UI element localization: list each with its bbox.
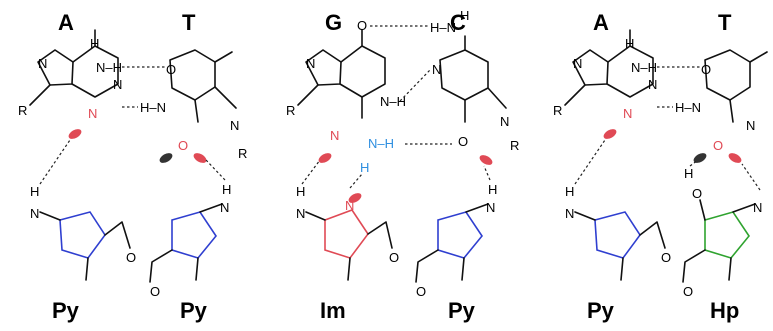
lone-pair-lobe — [318, 153, 332, 163]
atom-N-red: N — [345, 198, 354, 213]
pyrrole-1: N H O — [30, 139, 136, 281]
atom-H: H — [222, 182, 231, 197]
atom-O-red: O — [713, 138, 723, 153]
atom-N: N — [753, 200, 762, 215]
atom-N: N — [296, 206, 305, 221]
atom-NH: N–H — [96, 60, 122, 75]
thymine-1: O H–N O N R — [140, 49, 247, 163]
atom-O: O — [701, 62, 711, 77]
atom-N: N — [648, 77, 657, 92]
panel-at-2: N N R N–H H N O H–N O N N H — [553, 29, 768, 299]
lone-pair-lobe — [479, 155, 493, 165]
atom-O: O — [683, 284, 693, 299]
atom-R: R — [238, 146, 247, 161]
label-bottom-Py1: Py — [52, 298, 80, 323]
dark-lobe — [693, 153, 707, 163]
atom-O: O — [458, 134, 468, 149]
dark-lobe — [159, 153, 173, 163]
atom-O: O — [692, 186, 702, 201]
label-top-T2: T — [718, 10, 732, 35]
atom-N: N — [500, 114, 509, 129]
atom-O: O — [357, 18, 367, 33]
atom-H: H — [460, 8, 469, 23]
label-top-C: C — [450, 10, 466, 35]
adenine-1: N N R N–H H N — [18, 29, 122, 139]
label-top-A1: A — [58, 10, 74, 35]
atom-N: N — [30, 206, 39, 221]
atom-HN: H–N — [430, 20, 456, 35]
atom-NH: N–H — [380, 94, 406, 109]
panel-gc: N O N–H R N N–H H H–N H N O N R — [286, 8, 519, 299]
atom-N-red: N — [330, 128, 339, 143]
atom-H-blue: H — [360, 160, 369, 175]
label-bottom-Im: Im — [320, 298, 346, 323]
label-top-G: G — [325, 10, 342, 35]
guanine: N O N–H R N N–H H — [286, 18, 406, 175]
atom-H: H — [625, 36, 634, 51]
lone-pair-lobe — [603, 129, 617, 139]
atom-H: H — [30, 184, 39, 199]
label-bottom-Hp: Hp — [710, 298, 739, 323]
pyrrole-3: N H O — [415, 165, 497, 299]
label-bottom-Py2: Py — [180, 298, 208, 323]
lone-pair-lobe — [728, 153, 742, 163]
atom-N: N — [38, 56, 47, 71]
label-bottom-Py3: Py — [448, 298, 476, 323]
atom-R: R — [286, 103, 295, 118]
atom-O: O — [166, 62, 176, 77]
atom-N: N — [746, 118, 755, 133]
atom-R: R — [510, 138, 519, 153]
atom-N: N — [486, 200, 495, 215]
atom-R: R — [553, 103, 562, 118]
pyrrole-4: N H O — [565, 139, 671, 281]
label-bottom-Py4: Py — [587, 298, 615, 323]
atom-H: H — [296, 184, 305, 199]
atom-NH: N–H — [631, 60, 657, 75]
atom-N: N — [113, 77, 122, 92]
atom-O: O — [126, 250, 136, 265]
atom-H: H — [565, 184, 574, 199]
atom-N: N — [230, 118, 239, 133]
atom-N-blue: N–H — [368, 136, 394, 151]
atom-H: H — [488, 182, 497, 197]
atom-N-red: N — [623, 106, 632, 121]
pyrrole-2: N H O — [149, 159, 231, 299]
label-top-T1: T — [182, 10, 196, 35]
adenine-2: N N R N–H H N — [553, 29, 657, 139]
atom-HN: H–N — [675, 100, 701, 115]
panel-at-1: N N R N–H H N O H–N O N R — [18, 29, 247, 299]
atom-N: N — [306, 56, 315, 71]
atom-O: O — [389, 250, 399, 265]
atom-N-red: N — [88, 106, 97, 121]
atom-N: N — [220, 200, 229, 215]
hydroxypyrrole: O H N O — [682, 159, 762, 299]
lone-pair-lobe — [193, 153, 207, 163]
atom-HN: H–N — [140, 100, 166, 115]
lone-pair-lobe — [68, 129, 82, 139]
atom-O: O — [416, 284, 426, 299]
atom-H: H — [90, 36, 99, 51]
imidazole: N H N O — [296, 159, 399, 281]
thymine-2: O H–N O N — [675, 49, 768, 163]
label-top-A2: A — [593, 10, 609, 35]
atom-H: H — [684, 166, 693, 181]
atom-O-red: O — [178, 138, 188, 153]
atom-N: N — [573, 56, 582, 71]
cytosine: H–N H N O N R — [430, 8, 519, 165]
lone-pair-lobe — [348, 193, 362, 203]
atom-N: N — [565, 206, 574, 221]
atom-O: O — [150, 284, 160, 299]
atom-R: R — [18, 103, 27, 118]
atom-O: O — [661, 250, 671, 265]
atom-N: N — [432, 62, 441, 77]
